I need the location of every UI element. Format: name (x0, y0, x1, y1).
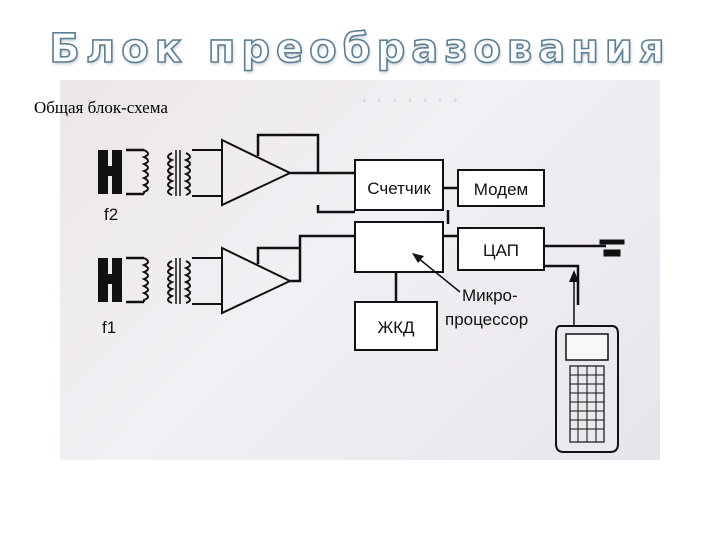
modem-label: Модем (474, 180, 529, 199)
sensor-f2-label: f2 (104, 205, 118, 224)
mcu-pointer-arrow (412, 253, 461, 293)
lcd-label: ЖКД (377, 318, 415, 337)
output-terminal-icon (580, 239, 625, 257)
amplifier-f2 (221, 138, 293, 207)
sensor-f2-icon (98, 148, 149, 196)
transformer-f2-icon (167, 149, 222, 197)
lcd-block (354, 301, 438, 351)
microprocessor-block (354, 221, 444, 273)
counter-label: Счетчик (367, 179, 431, 198)
amplifier-f1 (221, 246, 293, 315)
handheld-communicator-icon (555, 270, 619, 453)
dac-label: ЦАП (483, 241, 519, 260)
bus-wires (394, 186, 580, 305)
sensor-f1-label: f1 (102, 318, 116, 337)
counter-block (354, 159, 444, 211)
sensor-f1-icon (98, 256, 149, 304)
slide-subtitle: Общая блок-схема (34, 98, 168, 117)
mcu-label-line1: Микро- (462, 286, 518, 305)
slide-title: Блок преобразования (49, 25, 671, 73)
mcu-label-line2: процессор (445, 310, 528, 329)
signal-wires (256, 133, 355, 283)
dac-block (457, 227, 545, 271)
transformer-f1-icon (167, 257, 222, 305)
bleed-through-text: · · · · · · · (360, 86, 460, 115)
